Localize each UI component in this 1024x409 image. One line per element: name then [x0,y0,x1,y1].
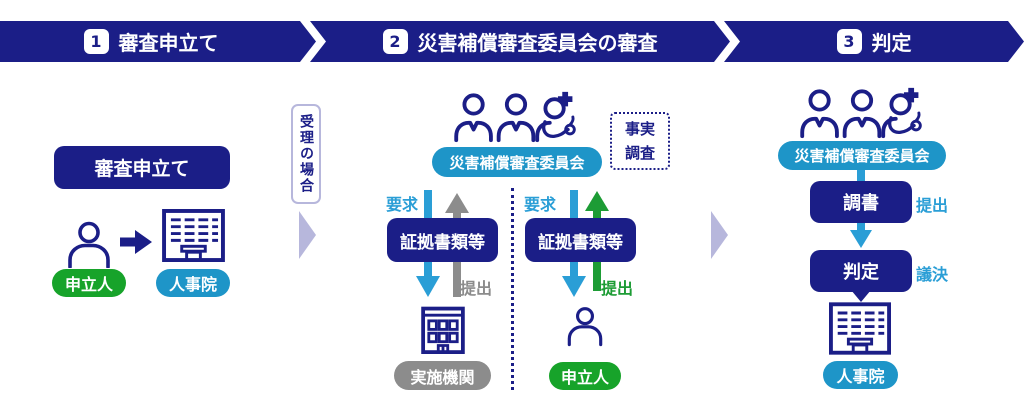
step-number-badge: 3 [837,29,862,54]
petitioner-badge: 申立人 [52,269,126,297]
committee-badge: 災害補償審査委員会 [432,147,602,177]
committee-members-icon [452,90,580,144]
agency-badge: 実施機関 [394,361,491,390]
committee-badge: 災害補償審査委員会 [778,141,946,170]
petitioner-badge: 申立人 [549,362,621,390]
fact-finding-box: 事実調査 [610,112,670,170]
submit-label: 提出 [916,196,949,215]
npa-badge: 人事院 [156,269,230,297]
petitioner-person-icon [66,221,112,268]
office-building-icon [419,301,467,354]
committee-members-icon [798,86,926,140]
petitioner-person-icon [566,303,604,349]
npa-building-icon [162,209,225,262]
appeal-process-box: 審査申立て [54,146,230,189]
banner-step-3: 3 判定 [724,21,1024,62]
section-transition-arrow-icon [711,211,728,259]
step-label: 災害補償審査委員会の審査 [417,31,658,55]
step-number-badge: 2 [383,29,408,54]
step-number-badge: 1 [84,29,109,54]
step-label: 判定 [871,31,912,55]
request-label: 要求 [524,195,557,214]
decision-box: 判定 [810,250,912,292]
fact-finding-label: 事実調査 [624,120,655,162]
step-label: 審査申立て [118,31,219,55]
section-transition-arrow-icon [299,211,316,259]
npa-badge: 人事院 [823,361,898,389]
npa-building-icon [829,301,891,356]
banner-step-2: 2 災害補償審査委員会の審査 [310,21,730,62]
evidence-box: 証拠書類等 [525,218,636,262]
evidence-box: 証拠書類等 [387,218,498,262]
flow-arrow-right-icon [120,230,152,254]
request-label: 要求 [386,195,419,214]
accepted-case-box: 受理の場合 [291,104,321,204]
banner-step-1: 1 審査申立て [0,21,316,62]
flow-separator-line [511,188,514,390]
vote-label: 議決 [916,265,949,284]
submit-label: 提出 [460,279,493,298]
record-box: 調書 [810,181,912,223]
submit-label: 提出 [601,279,634,298]
